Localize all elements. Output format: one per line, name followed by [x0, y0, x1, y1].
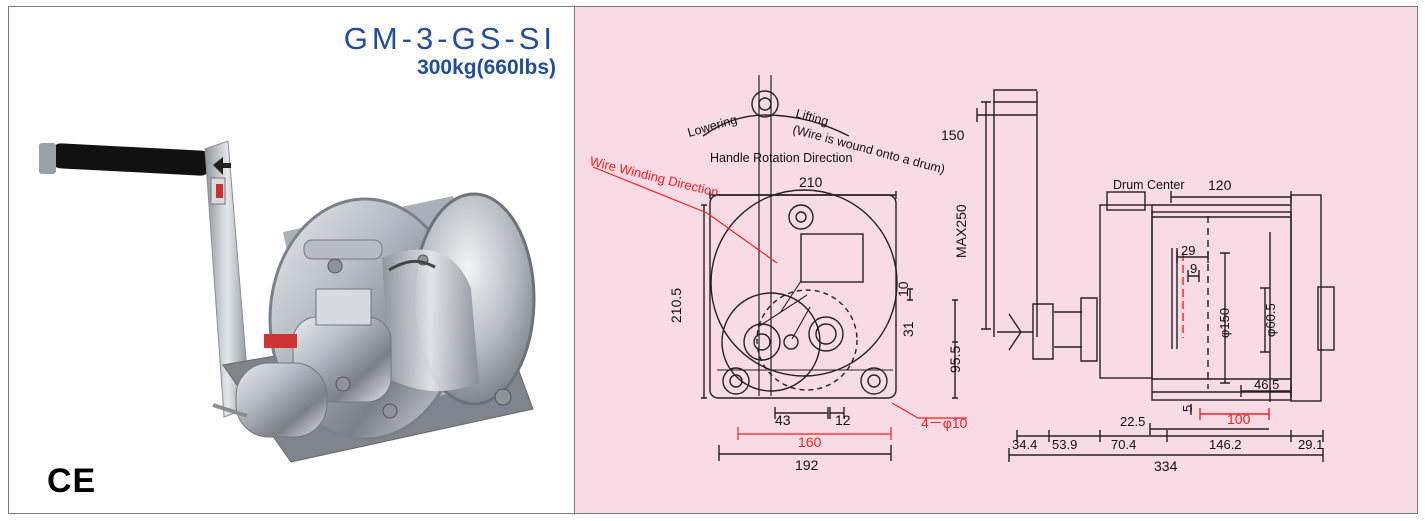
dimension-9: 9: [1190, 261, 1197, 276]
rotation-arc: [702, 114, 850, 137]
nameplate-area: [800, 233, 864, 283]
lifting-detail-label: (Wire is wound onto a drum): [791, 122, 946, 176]
side-view-top-lines: [993, 89, 1037, 103]
handle-top-hole: [758, 97, 772, 111]
technical-drawing: Lowering Lifting (Wire is wound onto a d…: [588, 75, 1335, 474]
dimension-120: 120: [1208, 177, 1232, 193]
dimension-29: 29: [1181, 243, 1195, 258]
gearbox-top-cap: [1106, 191, 1146, 211]
dimension-34-4: 34.4: [1012, 437, 1037, 452]
right-gear-face: [1080, 297, 1098, 362]
dimension-29-1: 29.1: [1298, 437, 1323, 452]
dimension-146-2: 146.2: [1209, 437, 1242, 452]
dimension-53-9: 53.9: [1052, 437, 1077, 452]
lowering-label: Lowering: [686, 112, 739, 139]
top-bolt-center: [795, 211, 807, 223]
dim-9-line: [1187, 270, 1200, 282]
dim-95-5-line: [952, 342, 958, 399]
dim-192-line: [718, 445, 892, 461]
dim-46-5-line: [1240, 385, 1292, 397]
dimension-5: 5: [1180, 405, 1195, 412]
internal-gear-outline: [756, 289, 858, 391]
drum-left-flange: [1171, 248, 1178, 349]
handle-centerline: [758, 75, 772, 396]
dim-29-1-line: [1291, 430, 1324, 442]
dimension-46-5: 46.5: [1254, 377, 1279, 392]
idler-pin: [783, 334, 799, 350]
dim-160-line: [737, 427, 892, 440]
dimension-334: 334: [1154, 458, 1178, 474]
handle-rotation-label: Handle Rotation Direction: [710, 151, 852, 165]
dimension-192: 192: [795, 457, 819, 473]
dim-43-line: [774, 407, 829, 419]
dim-100-line: [1199, 408, 1270, 420]
drum-center-label: Drum Center: [1113, 178, 1185, 192]
winch-body-icon: [212, 192, 536, 463]
dim-12-line: [829, 407, 845, 419]
shaft-connector: [1054, 311, 1082, 348]
dimension-4phi10: 4－φ10: [921, 415, 968, 431]
dim-210-line: [709, 191, 897, 199]
dim-10-line: [907, 288, 913, 301]
dim-29-line: [1176, 251, 1209, 263]
dimension-phi150: φ150: [1217, 308, 1232, 338]
dimension-70-4: 70.4: [1111, 437, 1136, 452]
ce-mark: CE: [47, 462, 97, 500]
handle-top-circle: [751, 90, 779, 118]
product-header: GM-3-GS-SI 300kg(660lbs): [344, 23, 556, 79]
wire-winding-label: Wire Winding Direction: [588, 153, 720, 200]
dim-150-line: [976, 108, 1037, 122]
dim-max250-line: [981, 101, 991, 330]
wire-winding-leader: [592, 166, 778, 264]
bolt-hole-left: [722, 367, 750, 395]
drum-hub-center: [815, 323, 837, 345]
dim-120-line: [1170, 191, 1292, 203]
dimension-210-5: 210.5: [668, 288, 684, 323]
dimension-31: 31: [900, 321, 916, 337]
handle-assembly-icon: [39, 140, 251, 418]
drum-frame-lines: [1152, 204, 1291, 393]
model-title: GM-3-GS-SI: [343, 21, 556, 56]
gearbox-housing: [1099, 204, 1153, 379]
product-photo-panel: GM-3-GS-SI 300kg(660lbs): [9, 7, 575, 513]
drum-hub: [808, 316, 844, 352]
top-bolt-circle: [788, 204, 814, 230]
right-bearing: [1317, 286, 1335, 351]
base-lines: [717, 369, 893, 399]
drum-body: [1151, 211, 1292, 401]
handle-shaft-center: [753, 333, 771, 351]
handle-shaft: [743, 323, 781, 361]
bolt-hole-right-center: [867, 374, 881, 388]
dimension-100: 100: [1227, 411, 1251, 427]
dim-31-line: [952, 299, 958, 343]
capacity-label: 300kg(660lbs): [417, 56, 556, 79]
product-sheet-frame: GM-3-GS-SI 300kg(660lbs): [8, 6, 1418, 514]
winch-product-image: [39, 140, 536, 463]
dimension-12: 12: [835, 412, 851, 428]
dimension-210: 210: [799, 174, 823, 190]
dimension-10: 10: [895, 281, 911, 297]
bolt-hole-right: [860, 367, 888, 395]
drum-end-plate: [1290, 194, 1322, 402]
dimension-150: 150: [941, 127, 965, 143]
dimension-phi60-5: φ60.5: [1263, 303, 1278, 337]
side-hub: [1032, 303, 1054, 360]
internal-linkage: [757, 280, 811, 340]
dimension-160: 160: [798, 434, 822, 450]
dim-210-5-line: [701, 204, 707, 399]
side-view-vertical-lines: [993, 91, 1038, 337]
dim-22-5-line: [1149, 423, 1269, 435]
hole-callout-leader: [891, 402, 967, 419]
dimension-95-5: 95.5: [947, 346, 963, 373]
front-view-main-circle: [710, 189, 898, 377]
dimension-22-5: 22.5: [1120, 414, 1145, 429]
dim-334-line: [1008, 448, 1324, 462]
technical-drawing-panel: Lowering Lifting (Wire is wound onto a d…: [575, 7, 1417, 513]
dim-phi60-5-line: [1260, 287, 1270, 353]
dim-phi150-line: [1220, 252, 1230, 384]
dimension-43: 43: [775, 412, 791, 428]
dimension-max250: MAX250: [953, 204, 969, 258]
